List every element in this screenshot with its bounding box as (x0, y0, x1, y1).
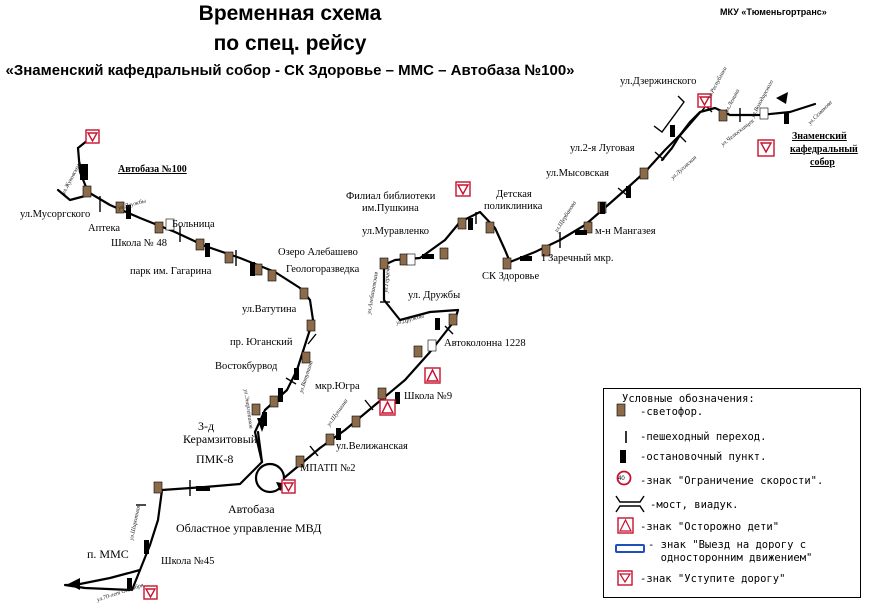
stop-avtobaza: Автобаза (228, 502, 275, 516)
stop-muravlenko: ул.Муравленко (362, 226, 430, 237)
stop-shkola9: Школа №9 (404, 391, 453, 402)
legend-item-yield: -знак "Уступите дорогу" (614, 573, 785, 587)
bridges (653, 95, 713, 143)
stop-mpatp2: МПАТП №2 (300, 463, 356, 474)
stop-mysovskaya: ул.Мысовская (546, 168, 609, 179)
crosswalks (99, 108, 741, 506)
stop-mms: п. ММС (87, 547, 129, 561)
crosswalk-icon (614, 431, 640, 445)
one-way-sign-icon (614, 539, 648, 553)
speed-limit-value: 40 (618, 476, 625, 482)
stop-mangazeya: м-н Мангазея (595, 226, 656, 237)
children-signs (379, 367, 441, 416)
stop-zarechny: I Заречный мкр. (542, 253, 614, 264)
map-title: Временная схема (198, 2, 382, 25)
bridge-icon (614, 499, 650, 513)
stop-keramzit-line1: 3-д (198, 419, 215, 433)
traffic-light-icon (614, 406, 640, 420)
stop-bolnica: Больница (172, 219, 215, 230)
stop-shkola45: Школа №45 (161, 556, 215, 567)
organization-name: МКУ «Тюменьгортранс» (720, 7, 827, 17)
stop-lugovaya: ул.2-я Луговая (570, 143, 635, 154)
stop-sobor-line1: Знаменский (792, 131, 847, 142)
legend-item-bridge: -мост, виадук. (614, 499, 739, 513)
stop-keramzit-line2: Керамзитовый (183, 432, 258, 446)
stop-yuganskiy: пр. Юганский (230, 337, 293, 348)
route-line (56, 102, 817, 592)
yield-signs (85, 93, 775, 600)
yield-sign-icon (614, 573, 640, 587)
stop-dzerzhinskogo: ул.Дзержинского (620, 76, 697, 87)
stop-biblioteka-line2: им.Пушкина (362, 203, 419, 214)
stop-vostokburvod: Востокбурвод (215, 361, 278, 372)
stop-sk-zdorovie: СК Здоровье (482, 271, 540, 282)
stop-vatutina: ул.Ватутина (242, 304, 297, 315)
stop-geologorazvedka: Геологоразведка (286, 264, 360, 275)
stop-sobor-line3: собор (810, 157, 835, 168)
stop-apteka: Аптека (88, 223, 121, 234)
stop-avtobaza100: Автобаза №100 (118, 164, 187, 175)
legend-item-bus-stop: -остановочный пункт. (614, 451, 766, 465)
stop-musorgskogo: ул.Мусоргского (20, 209, 91, 220)
children-sign-icon (614, 521, 640, 535)
stop-pmk8: ПМК-8 (196, 452, 234, 466)
legend-symbols (615, 403, 645, 586)
stop-biblioteka-line1: Филиал библиотеки (346, 191, 436, 202)
stop-velizhanskaya: ул.Велижанская (336, 441, 408, 452)
legend-item-crosswalk: -пешеходный переход. (614, 431, 766, 445)
legend-item-one-way: - знак "Выезд на дорогу с односторонним … (614, 539, 812, 565)
stop-sobor-line2: кафедральный (790, 144, 858, 155)
speed-limit-icon: 40 (614, 475, 640, 489)
route-name: «Знаменский кафедральный собор - СК Здор… (5, 62, 575, 79)
legend-item-traffic-light: -светофор. (614, 406, 703, 420)
map-subtitle: по спец. рейсу (213, 32, 367, 55)
stop-detskaya-line1: Детская (496, 189, 532, 200)
stop-shkola48: Школа № 48 (111, 238, 167, 249)
stop-mkr-yugra: мкр.Югра (315, 381, 360, 392)
bus-stops (80, 112, 789, 590)
map-legend: Условные обозначения: -светофор. -пешехо… (603, 388, 861, 598)
bus-stop-icon (614, 451, 640, 465)
stop-park-gagarina: парк им. Гагарина (130, 266, 212, 277)
stop-avtokolonna: Автоколонна 1228 (444, 338, 526, 349)
stop-ozero: Озеро Алебашево (278, 247, 358, 258)
stop-detskaya-line2: поликлиника (484, 201, 543, 212)
legend-item-children: -знак "Осторожно дети" (614, 521, 779, 535)
stop-mvd: Областное управление МВД (176, 521, 322, 535)
legend-item-speed-limit: 40 -знак "Ограничение скорости". (614, 475, 823, 489)
legend-title: Условные обозначения: (622, 393, 755, 405)
stop-druzhby: ул. Дружбы (408, 290, 461, 301)
